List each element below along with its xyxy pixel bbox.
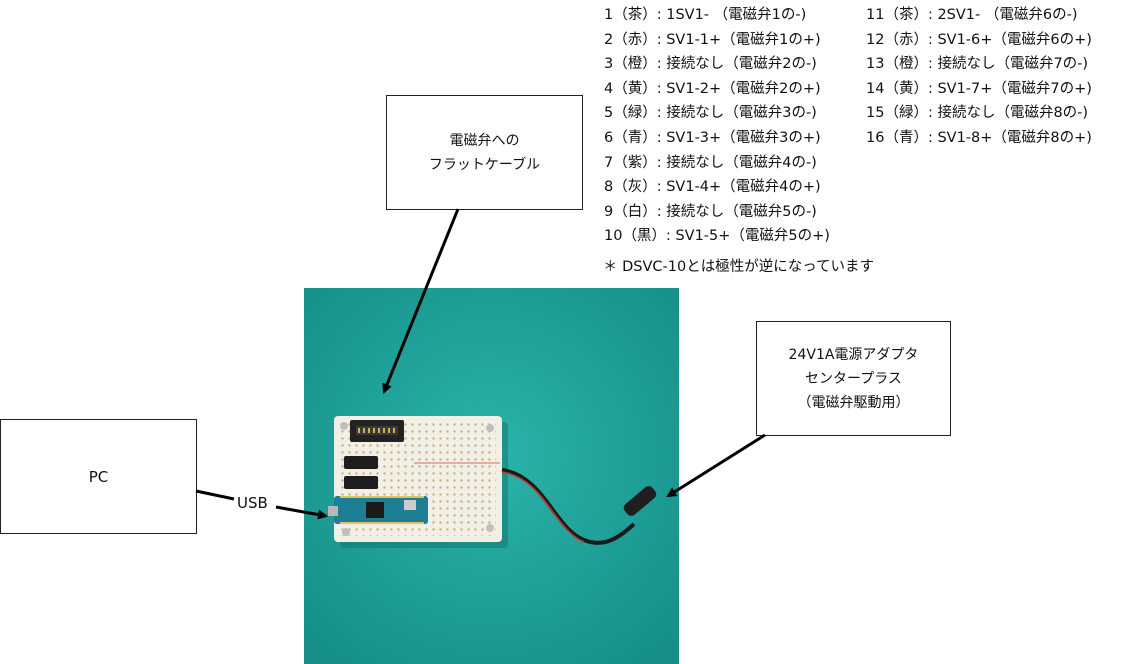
driver-ic — [344, 476, 378, 489]
pinout-left-column: 1（茶）: 1SV1- （電磁弁1の-) 2（赤）: SV1-1+（電磁弁1の+… — [604, 3, 830, 249]
mount-hole — [342, 528, 350, 536]
pin-row: 7（紫）: 接続なし（電磁弁4の-) — [604, 154, 817, 171]
pin-row: 9（白）: 接続なし（電磁弁5の-) — [604, 203, 817, 220]
mount-hole — [486, 424, 494, 432]
pin-row: 2（赤）: SV1-1+（電磁弁1の+) — [604, 31, 821, 48]
arrow-to-dc-plug — [666, 433, 766, 498]
flat-cable-label-box: 電磁弁への フラットケーブル — [386, 95, 583, 210]
pin-row: 5（緑）: 接続なし（電磁弁3の-) — [604, 105, 817, 122]
pin-row: 12（赤）: SV1-6+（電磁弁6の+) — [866, 31, 1092, 48]
pinout-right-column: 11（茶）: 2SV1- （電磁弁6の-) 12（赤）: SV1-6+（電磁弁6… — [866, 3, 1092, 151]
mount-hole — [486, 524, 494, 532]
dc-plug — [623, 486, 657, 516]
power-adapter-label-line1: 24V1A電源アダプタ — [788, 346, 919, 363]
pin-row: 14（黄）: SV1-7+（電磁弁7の+) — [866, 80, 1092, 97]
flat-cable-label-line2: フラットケーブル — [428, 156, 541, 173]
pin-row: 13（橙）: 接続なし（電磁弁7の-) — [866, 56, 1089, 73]
driver-ic — [344, 456, 378, 469]
pc-label: PC — [88, 467, 109, 486]
pc-label-box: PC — [0, 419, 197, 534]
pin-row: 15（緑）: 接続なし（電磁弁8の-) — [866, 105, 1089, 122]
usb-label: USB — [237, 494, 268, 512]
power-adapter-label-line3: （電磁弁駆動用） — [797, 394, 910, 411]
pin-row: 1（茶）: 1SV1- （電磁弁1の-) — [604, 7, 807, 23]
mount-hole — [340, 422, 348, 430]
power-cable — [501, 468, 636, 545]
pin-row: 4（黄）: SV1-2+（電磁弁2の+) — [604, 80, 821, 97]
pin-row: 8（灰）: SV1-4+（電磁弁4の+) — [604, 179, 821, 196]
pin-row: 10（黒）: SV1-5+（電磁弁5の+) — [604, 228, 830, 245]
polarity-note: ＊ DSVC-10とは極性が逆になっています — [603, 259, 874, 275]
pin-row: 11（茶）: 2SV1- （電磁弁6の-) — [866, 7, 1078, 23]
pin-row: 6（青）: SV1-3+（電磁弁3の+) — [604, 129, 821, 146]
flat-cable-label-line1: 電磁弁への — [449, 132, 520, 149]
pin-row: 3（橙）: 接続なし（電磁弁2の-) — [604, 56, 817, 73]
power-adapter-label-box: 24V1A電源アダプタ センタープラス （電磁弁駆動用） — [756, 321, 951, 436]
usb-port — [328, 506, 338, 516]
power-adapter-label-line2: センタープラス — [805, 370, 902, 387]
pin-row: 16（青）: SV1-8+（電磁弁8の+) — [866, 129, 1092, 146]
board-photo — [304, 288, 679, 664]
pc-usb-line — [195, 489, 235, 501]
